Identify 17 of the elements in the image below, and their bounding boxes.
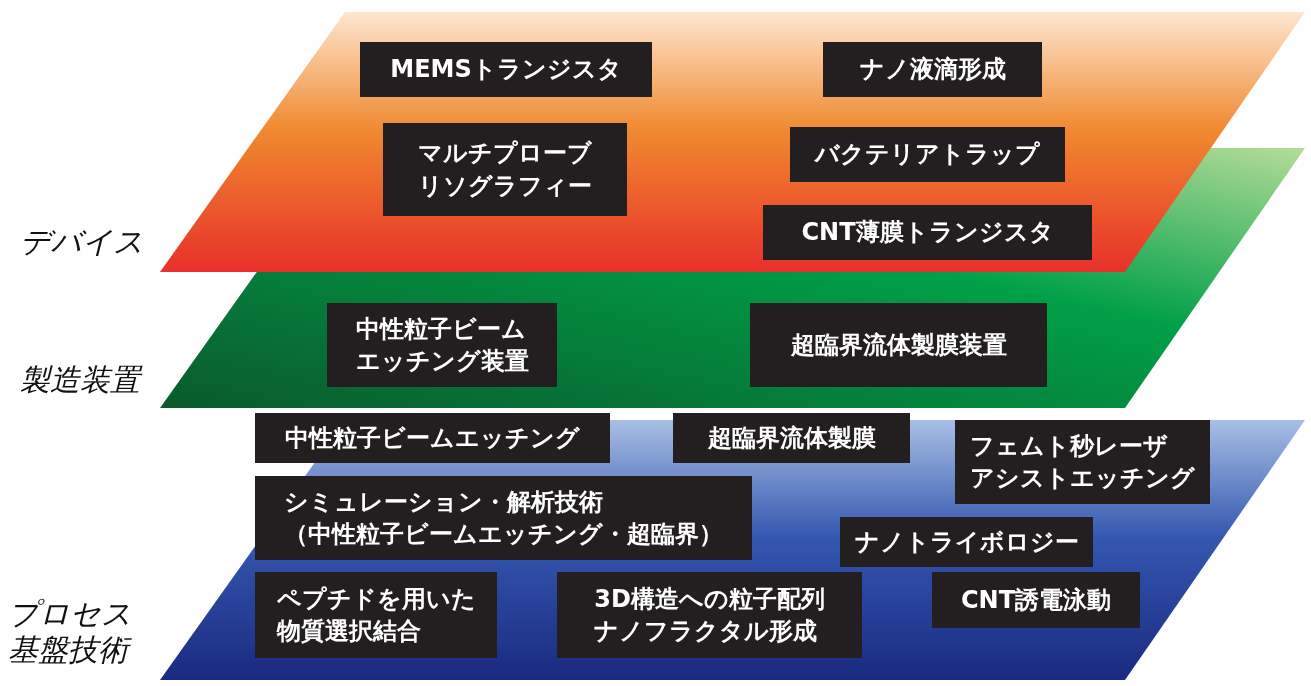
technology-box: MEMSトランジスタ <box>360 42 652 97</box>
technology-box: ナノ液滴形成 <box>823 42 1042 97</box>
technology-box: CNT薄膜トランジスタ <box>763 205 1092 260</box>
layer-label: デバイス <box>20 224 144 260</box>
technology-box: マルチプローブリソグラフィー <box>383 123 627 216</box>
layer-label: プロセス基盤技術 <box>8 596 132 668</box>
technology-box: バクテリアトラップ <box>790 127 1065 182</box>
technology-box: ナノトライボロジー <box>840 517 1093 567</box>
technology-box: 超臨界流体製膜装置 <box>750 303 1047 387</box>
technology-box: 超臨界流体製膜 <box>673 413 910 463</box>
technology-box: 中性粒子ビームエッチング <box>255 413 610 463</box>
technology-box: シミュレーション・解析技術（中性粒子ビームエッチング・超臨界） <box>255 476 752 560</box>
technology-box: ペプチドを用いた物質選択結合 <box>255 572 497 658</box>
technology-box: 3D構造への粒子配列ナノフラクタル形成 <box>557 572 862 658</box>
technology-box: 中性粒子ビームエッチング装置 <box>327 303 557 387</box>
technology-box: CNT誘電泳動 <box>932 572 1140 628</box>
technology-box: フェムト秒レーザアシストエッチング <box>955 420 1210 504</box>
